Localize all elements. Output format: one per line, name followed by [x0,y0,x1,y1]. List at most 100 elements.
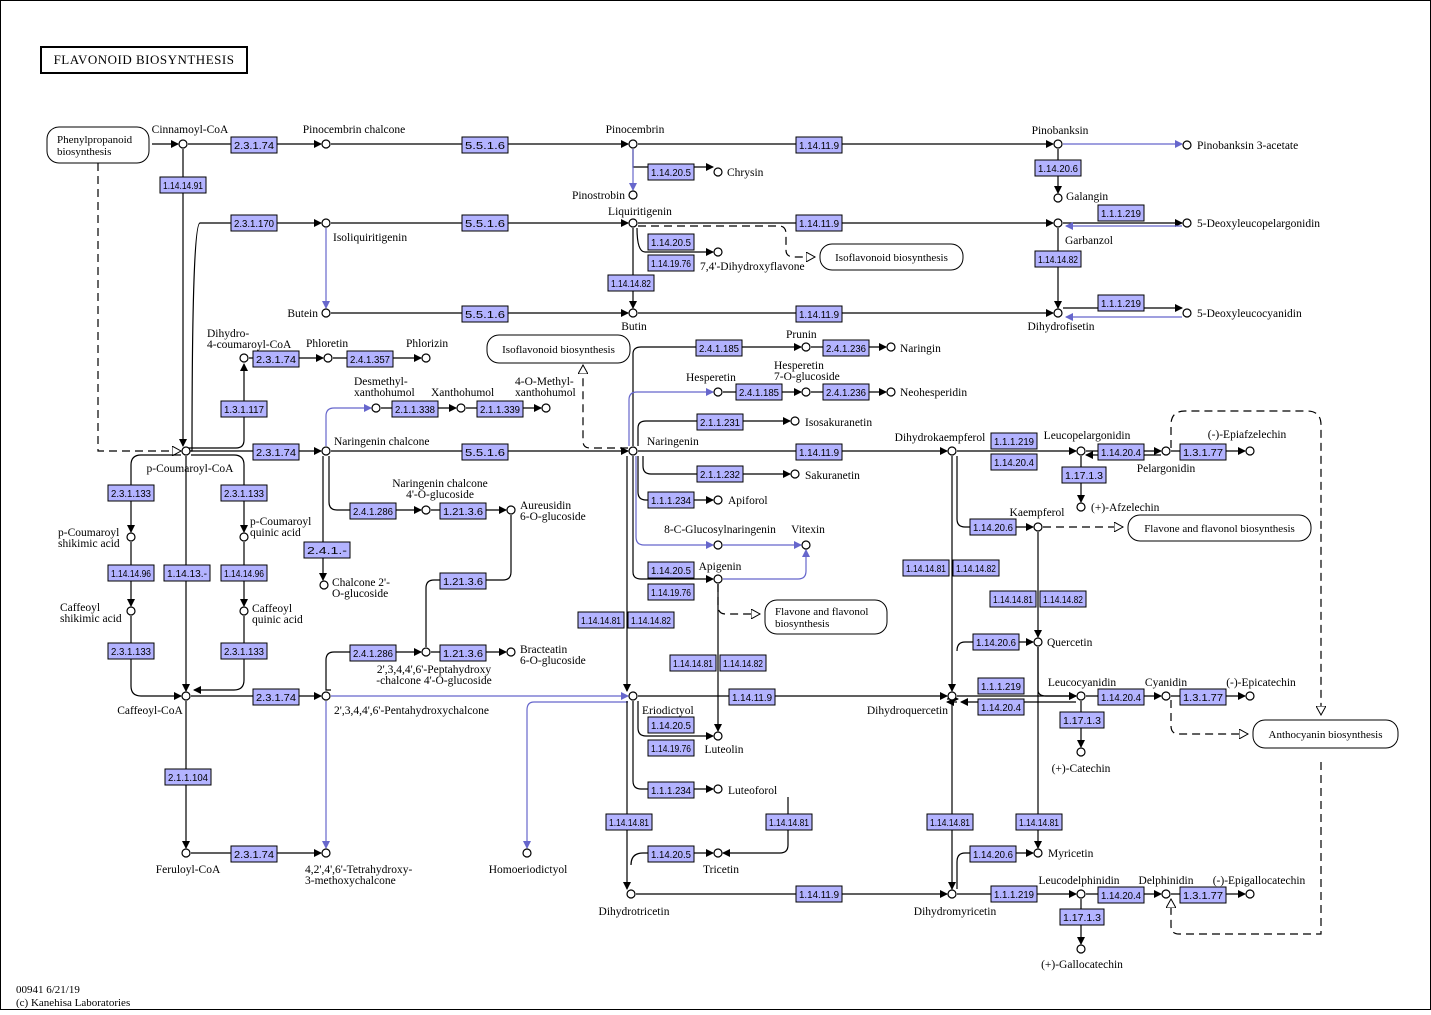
enzyme-box[interactable]: 1.17.1.3 [1059,711,1105,729]
compound-node-catechin[interactable] [1076,747,1086,757]
enzyme-box[interactable]: 1.14.20.6 [972,633,1020,651]
enzyme-box[interactable]: 1.14.14.82 [1034,250,1082,268]
compound-node-epicatechin[interactable] [1245,691,1255,701]
compound-node-deoxyleucocyanidin[interactable] [1182,308,1192,318]
compound-node-eriodictyol[interactable] [628,691,638,701]
enzyme-box[interactable]: 2.4.1.236 [822,383,870,401]
enzyme-box[interactable]: 1.14.20.5 [647,163,695,181]
enzyme-box[interactable]: 2.3.1.74 [230,845,278,863]
map-link-flavone1[interactable]: Flavone and flavonol biosynthesis [1127,514,1312,542]
enzyme-box[interactable]: 2.1.1.339 [476,400,524,418]
enzyme-box[interactable]: 2.4.1.185 [735,383,783,401]
compound-node-cyanidin[interactable] [1161,691,1171,701]
enzyme-box[interactable]: 1.1.1.219 [990,432,1038,450]
enzyme-box[interactable]: 2.3.1.74 [252,688,300,706]
compound-node-dihydro_coumaroyl[interactable] [239,353,249,363]
enzyme-box[interactable]: 1.14.14.82 [952,559,1000,577]
enzyme-box[interactable]: 1.14.14.81 [902,559,950,577]
enzyme-box[interactable]: 2.3.1.74 [230,136,278,154]
compound-node-chrysin[interactable] [713,167,723,177]
compound-node-epiafzelechin[interactable] [1245,446,1255,456]
compound-node-phloretin[interactable] [323,353,333,363]
compound-node-tricetin[interactable] [713,848,723,858]
enzyme-box[interactable]: 1.14.14.81 [765,813,813,831]
enzyme-box[interactable]: 2.4.1.236 [822,339,870,357]
enzyme-box[interactable]: 2.3.1.133 [107,484,155,502]
enzyme-box[interactable]: 2.4.1.- [303,541,351,559]
enzyme-box[interactable]: 1.14.20.4 [977,698,1025,716]
compound-node-methylxanthohumol[interactable] [541,403,551,413]
compound-node-garbanzol[interactable] [1053,218,1063,228]
enzyme-box[interactable]: 2.4.1.357 [346,350,394,368]
compound-node-hesperetin_glucoside[interactable] [801,387,811,397]
enzyme-box[interactable]: 1.14.13.- [163,564,211,582]
compound-node-phlorizin[interactable] [421,353,431,363]
enzyme-box[interactable]: 1.14.14.82 [607,274,655,292]
compound-node-luteoforol[interactable] [713,784,723,794]
enzyme-box[interactable]: 1.14.11.9 [795,305,843,323]
enzyme-box[interactable]: 2.4.1.286 [349,502,397,520]
enzyme-box[interactable]: 2.3.1.133 [107,642,155,660]
compound-node-p_coumaroyl_shikimic[interactable] [126,532,136,542]
enzyme-box[interactable]: 1.14.20.5 [647,233,695,251]
enzyme-box[interactable]: 5.5.1.6 [461,214,509,232]
enzyme-box[interactable]: 1.14.14.82 [1039,590,1087,608]
enzyme-box[interactable]: 1.3.1.77 [1179,688,1227,706]
enzyme-box[interactable]: 1.17.1.3 [1059,908,1105,926]
compound-node-naringenin_chalcone_glucoside[interactable] [421,505,431,515]
enzyme-box[interactable]: 1.14.20.6 [969,518,1017,536]
compound-node-caffeoyl_quinic[interactable] [239,606,249,616]
enzyme-box[interactable]: 1.14.14.82 [627,611,675,629]
enzyme-box[interactable]: 1.14.14.81 [926,813,974,831]
enzyme-box[interactable]: 2.4.1.286 [349,644,397,662]
enzyme-box[interactable]: 1.14.19.76 [647,583,695,601]
compound-node-isosakuranetin[interactable] [790,416,800,426]
compound-node-dihydrotricetin[interactable] [626,889,636,899]
enzyme-box[interactable]: 2.3.1.74 [252,443,300,461]
enzyme-box[interactable]: 1.1.1.219 [1097,204,1145,222]
enzyme-box[interactable]: 2.4.1.185 [695,339,743,357]
compound-node-quercetin[interactable] [1033,637,1043,647]
enzyme-box[interactable]: 1.17.1.3 [1061,466,1107,484]
compound-node-deoxyleucopelargonidin[interactable] [1182,218,1192,228]
enzyme-box[interactable]: 2.1.1.232 [696,465,744,483]
compound-node-homoeriodictyol[interactable] [522,848,532,858]
compound-node-dihydrokaempferol[interactable] [947,446,957,456]
enzyme-box[interactable]: 5.5.1.6 [461,443,509,461]
compound-node-bracteatin[interactable] [506,647,516,657]
enzyme-box[interactable]: 1.21.3.6 [439,502,487,520]
compound-node-aureusidin[interactable] [506,505,516,515]
compound-node-pinocembrin[interactable] [628,139,638,149]
compound-node-dihydrofisetin[interactable] [1053,308,1063,318]
enzyme-box[interactable]: 1.14.20.5 [647,845,695,863]
enzyme-box[interactable]: 1.14.11.9 [795,885,843,903]
compound-node-leucopelargonidin[interactable] [1076,446,1086,456]
compound-node-chalcone_glucoside[interactable] [319,580,329,590]
enzyme-box[interactable]: 1.14.11.9 [728,688,776,706]
enzyme-box[interactable]: 1.14.20.5 [647,716,695,734]
compound-node-luteolin[interactable] [713,731,723,741]
enzyme-box[interactable]: 1.14.20.4 [1097,886,1145,904]
compound-node-peptahydroxy[interactable] [421,647,431,657]
compound-node-delphinidin[interactable] [1161,889,1171,899]
compound-node-pelargonidin[interactable] [1161,446,1171,456]
enzyme-box[interactable]: 1.14.20.5 [647,561,695,579]
compound-node-naringin[interactable] [886,342,896,352]
enzyme-box[interactable]: 1.14.14.81 [669,654,717,672]
map-link-isoflavonoid1[interactable]: Isoflavonoid biosynthesis [819,243,964,271]
compound-node-prunin[interactable] [801,342,811,352]
enzyme-box[interactable]: 1.14.20.4 [990,453,1038,471]
compound-node-afzelechin[interactable] [1076,502,1086,512]
enzyme-box[interactable]: 1.3.1.117 [220,400,268,418]
compound-node-naringenin[interactable] [628,446,638,456]
compound-node-glucosylnaringenin[interactable] [713,540,723,550]
enzyme-box[interactable]: 1.14.11.9 [795,443,843,461]
enzyme-box[interactable]: 5.5.1.6 [461,305,509,323]
compound-node-tetrahydroxy[interactable] [321,848,331,858]
compound-node-dihydroxyflavone[interactable] [713,247,723,257]
enzyme-box[interactable]: 1.14.14.96 [107,564,155,582]
compound-node-p_coumaroyl_coa[interactable] [181,446,191,456]
enzyme-box[interactable]: 1.14.14.91 [159,176,207,194]
compound-node-isoliquiritigenin[interactable] [321,218,331,228]
